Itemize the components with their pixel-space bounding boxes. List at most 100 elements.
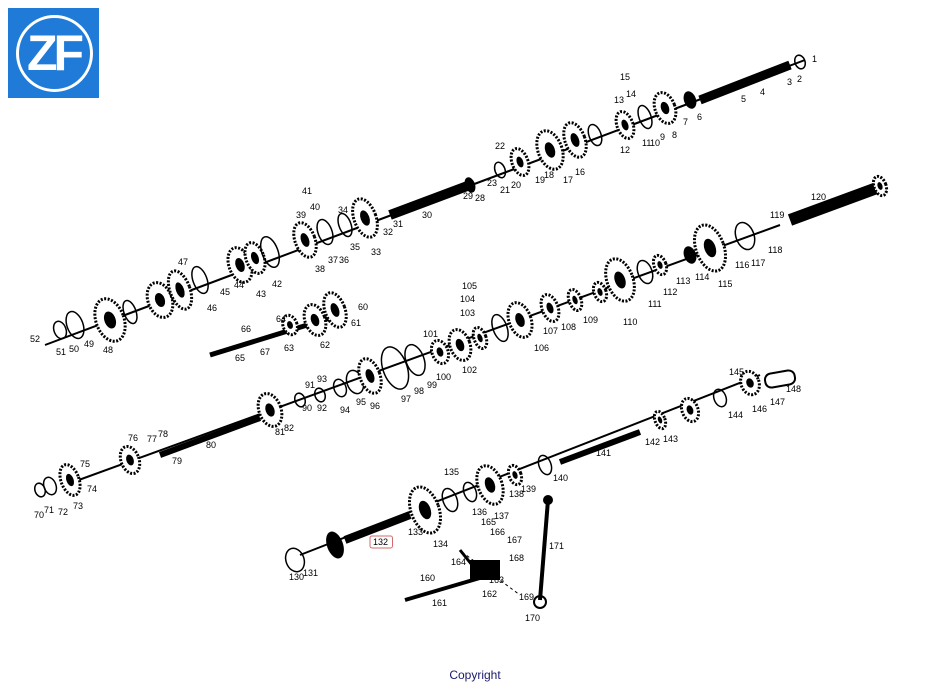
callout-80: 80: [206, 440, 216, 450]
callout-50: 50: [69, 344, 79, 354]
callout-148: 148: [786, 384, 801, 394]
callout-46: 46: [207, 303, 217, 313]
gear-hub: [570, 133, 580, 147]
gear-hub: [572, 295, 578, 305]
callout-101: 101: [423, 329, 438, 339]
ring-part: [65, 310, 85, 340]
callout-38: 38: [315, 264, 325, 274]
callout-102: 102: [462, 365, 477, 375]
ring-part: [793, 54, 807, 70]
callout-144: 144: [728, 410, 743, 420]
shaft-141: [558, 429, 642, 465]
callout-139: 139: [521, 484, 536, 494]
callout-168: 168: [509, 553, 524, 563]
callout-140: 140: [553, 473, 568, 483]
callout-98: 98: [414, 386, 424, 396]
gear-hub: [477, 333, 483, 343]
ring-part: [293, 392, 307, 408]
callout-66: 66: [241, 324, 251, 334]
callout-162: 162: [482, 589, 497, 599]
shaft-80: [158, 415, 262, 458]
gear-hub: [597, 288, 603, 296]
callout-132: 132: [373, 537, 388, 547]
callout-119: 119: [770, 210, 784, 220]
callout-18: 18: [544, 170, 554, 180]
callout-41: 41: [302, 186, 312, 196]
ring-part: [491, 313, 509, 343]
callout-145: 145: [729, 367, 744, 377]
callout-93: 93: [317, 374, 327, 384]
ring-part: [404, 343, 426, 377]
callout-10: 10: [650, 138, 660, 148]
gear-hub: [703, 238, 717, 258]
callout-170: 170: [525, 613, 540, 623]
gear-hub: [175, 282, 185, 298]
callout-133: 133: [408, 527, 423, 537]
callout-labels: 1234567891011121314151617181920212223282…: [30, 54, 826, 623]
callout-73: 73: [73, 501, 83, 511]
callout-60: 60: [358, 302, 368, 312]
callout-36: 36: [339, 255, 349, 265]
callout-76: 76: [128, 433, 138, 443]
callout-135: 135: [444, 467, 459, 477]
callout-65: 65: [235, 353, 245, 363]
callout-5: 5: [741, 94, 746, 104]
ring-part: [122, 299, 138, 325]
callout-100: 100: [436, 372, 451, 382]
gear-hub: [516, 156, 524, 168]
gear-hub: [265, 403, 275, 417]
callout-77: 77: [147, 434, 157, 444]
gear-hub: [418, 500, 432, 520]
callout-109: 109: [583, 315, 598, 325]
callout-43: 43: [256, 289, 266, 299]
callout-105: 105: [462, 281, 477, 291]
callout-21: 21: [500, 185, 510, 195]
lever-eye-169: [533, 595, 547, 609]
callout-63: 63: [284, 343, 294, 353]
callout-11: 11: [642, 138, 651, 148]
callout-138: 138: [509, 489, 524, 499]
callout-104: 104: [460, 294, 475, 304]
callout-171: 171: [549, 541, 564, 551]
callout-134: 134: [433, 539, 448, 549]
callout-147: 147: [770, 397, 785, 407]
callout-17: 17: [563, 175, 573, 185]
callout-167: 167: [507, 535, 522, 545]
callout-91: 91: [305, 380, 315, 390]
ring-part: [537, 454, 553, 476]
gear-hub: [287, 321, 293, 329]
bearing-part: [683, 246, 697, 264]
callout-164: 164: [451, 557, 466, 567]
input-shaft-row1: [388, 180, 472, 220]
callout-47: 47: [178, 257, 188, 267]
callout-32: 32: [383, 227, 393, 237]
gear-hub: [877, 182, 883, 190]
callout-28: 28: [475, 193, 485, 203]
logo-ring: [16, 15, 93, 92]
callout-19: 19: [535, 175, 545, 185]
ring-part: [734, 221, 756, 251]
gears-and-rings: [33, 54, 889, 573]
callout-75: 75: [80, 459, 90, 469]
callout-94: 94: [340, 405, 350, 415]
ring-part: [587, 123, 603, 147]
gear-hub: [250, 251, 260, 265]
callout-7: 7: [683, 117, 688, 127]
callout-143: 143: [663, 434, 678, 444]
gear-hub: [512, 471, 518, 479]
callout-106: 106: [534, 343, 549, 353]
main-shaft-end-row1: [698, 60, 792, 105]
ring-part: [313, 387, 327, 403]
copyright-text: Copyright: [449, 668, 501, 682]
gear-hub: [686, 405, 694, 415]
gear-hub: [484, 477, 496, 493]
gear-hub: [660, 101, 670, 115]
callout-8: 8: [672, 130, 677, 140]
callout-141: 141: [596, 448, 611, 458]
callout-165: 165: [481, 517, 496, 527]
gear-hub: [300, 233, 310, 247]
lever-knob: [543, 495, 553, 505]
gear-hub: [455, 338, 465, 352]
callout-96: 96: [370, 401, 380, 411]
gear-hub: [330, 303, 340, 317]
